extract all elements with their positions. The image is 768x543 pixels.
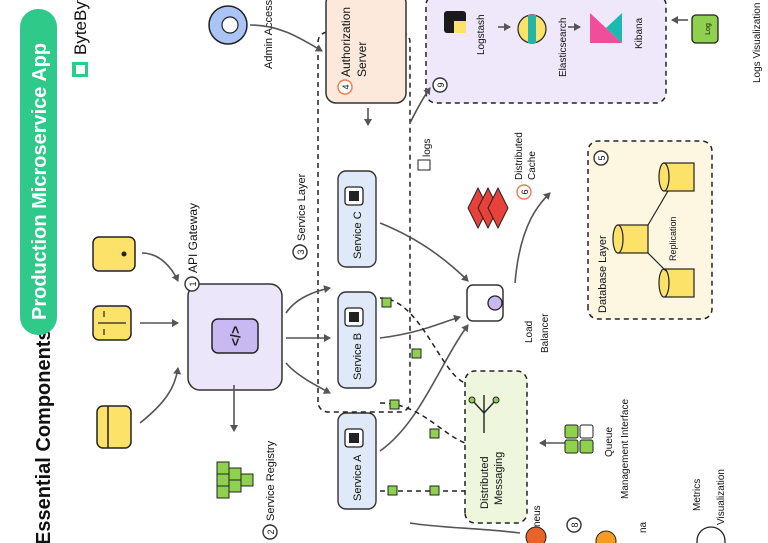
- client-1-arrow: [139, 367, 182, 424]
- svg-text:1: 1: [188, 281, 198, 286]
- database-layer-label: Database Layer: [597, 235, 609, 313]
- client-device-3-icon: [92, 236, 136, 272]
- api-gateway-label: API Gateway: [186, 203, 200, 273]
- api-gateway-icon: </>: [211, 318, 259, 354]
- svg-text:Log: Log: [705, 23, 712, 35]
- svg-text:2: 2: [266, 529, 276, 534]
- distributed-cache-number-badge: 6: [516, 184, 532, 200]
- replication-line-2: [647, 190, 669, 226]
- messaging-fork-icon: [468, 395, 500, 433]
- authorization-server-number-badge: 4: [337, 79, 353, 95]
- monitoring-label-partial2: na: [638, 521, 649, 533]
- service-layer-container: [317, 31, 411, 413]
- monitoring-label-partial1: neus: [532, 505, 543, 527]
- cache-red-icon: [467, 186, 509, 230]
- service-a-chip-icon: [344, 428, 364, 448]
- title-highlight-pill: [20, 9, 57, 335]
- title-highlight: Production Microservice App: [29, 43, 51, 320]
- service-layer-label: Service Layer: [296, 173, 308, 241]
- elasticsearch-label: Elasticsearch: [558, 18, 569, 77]
- service-layer-number-badge: 3: [292, 244, 308, 260]
- logging-number-badge: 9: [432, 77, 448, 93]
- service-to-logging-arrow: [409, 87, 431, 124]
- database-replica-2-icon: [658, 162, 695, 192]
- svg-text:6: 6: [520, 189, 530, 194]
- gateway-to-service-a-arrow: [285, 362, 331, 394]
- service-b-chip-icon: [344, 307, 364, 327]
- database-replica-1-icon: [658, 268, 695, 298]
- load-balancer-label-line2: Balancer: [540, 313, 551, 353]
- service-a-label: Service A: [352, 454, 364, 501]
- metrics-visualization-line1: Metrics: [692, 479, 703, 511]
- grafana-icon: [595, 530, 617, 543]
- monitoring-number-badge: 8: [566, 517, 582, 533]
- replication-line-1: [647, 252, 667, 272]
- svg-text:9: 9: [436, 82, 446, 87]
- elasticsearch-icon: [517, 14, 547, 44]
- admin-avatar-icon: [208, 5, 248, 45]
- distributed-messaging-label-line2: Messaging: [493, 452, 505, 505]
- api-gateway-number-badge: 1: [184, 276, 200, 292]
- service-c-to-lb-arrow: [379, 222, 469, 282]
- distributed-cache-label-line2: Cache: [527, 151, 538, 180]
- service-registry-icon: [216, 461, 254, 499]
- bytebytego-logo-icon: [72, 62, 88, 77]
- service-b-to-lb-arrow: [379, 314, 461, 339]
- client-device-1-icon: [96, 405, 132, 449]
- metrics-visualization-icon: [696, 526, 726, 543]
- lb-to-cache-arrow: [514, 192, 551, 284]
- svg-text:</>: </>: [227, 326, 243, 346]
- svg-text:8: 8: [570, 522, 580, 527]
- service-b-label: Service B: [352, 333, 364, 380]
- queue-label-line2: Management Interface: [620, 399, 631, 499]
- brand-name: ByteByteGo: [71, 0, 90, 55]
- service-a-to-lb-arrow: [379, 324, 469, 452]
- logging-container: [425, 0, 667, 104]
- load-balancer-label-line1: Load: [524, 321, 535, 343]
- load-balancer-box: [466, 284, 504, 322]
- logs-label: logs: [422, 139, 433, 157]
- logs-doc-icon: [417, 159, 431, 171]
- service-c-label: Service C: [352, 211, 364, 259]
- distributed-cache-label-line1: Distributed: [514, 132, 525, 180]
- service-to-monitoring-line: [409, 522, 521, 534]
- kibana-icon: [590, 13, 622, 43]
- load-balancer-icon: [487, 295, 503, 311]
- admin-access-label: Admin Access: [263, 0, 275, 69]
- kibana-label: Kibana: [634, 17, 645, 49]
- database-primary-icon: [612, 224, 649, 254]
- service-c-messaging-link: [379, 297, 466, 384]
- database-layer-number-badge: 5: [593, 150, 609, 166]
- svg-text:4: 4: [341, 84, 351, 89]
- svg-text:5: 5: [597, 155, 607, 160]
- queue-label-line1: Queue: [604, 427, 615, 457]
- prometheus-icon: [525, 526, 547, 543]
- metrics-visualization-line2: Visualization: [716, 469, 727, 525]
- logstash-label: Logstash: [476, 14, 487, 55]
- service-registry-label: Service Registry: [265, 440, 277, 521]
- queue-management-icon: [564, 424, 594, 454]
- title-prefix: Essential Components of: [33, 305, 55, 543]
- logs-visualization-label: Logs Visualization: [752, 3, 763, 83]
- service-c-chip-icon: [344, 186, 364, 206]
- authorization-server-label-line1: Authorization: [339, 7, 353, 77]
- logstash-icon: [444, 11, 466, 33]
- service-registry-number-badge: 2: [262, 524, 278, 540]
- replication-label: Replication: [668, 216, 678, 261]
- distributed-messaging-label-line1: Distributed: [479, 456, 491, 509]
- client-3-arrow: [141, 252, 180, 282]
- authorization-server-label-line2: Server: [355, 42, 369, 77]
- gateway-to-service-c-arrow: [285, 285, 331, 314]
- client-device-2-icon: [92, 305, 132, 341]
- svg-text:3: 3: [296, 249, 306, 254]
- message-envelope-icons: [381, 297, 440, 496]
- log-file-icon: Log: [691, 14, 719, 44]
- authorization-server-box: [325, 0, 407, 104]
- admin-to-auth-arrow: [249, 24, 323, 52]
